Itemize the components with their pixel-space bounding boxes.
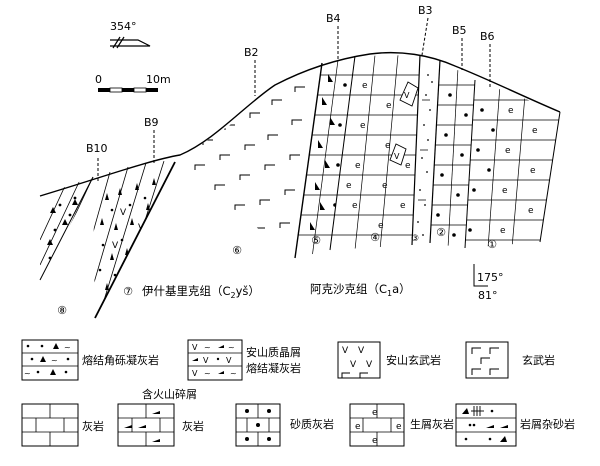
bioclast-symbol: e xyxy=(528,206,534,216)
borehole-markers xyxy=(97,17,491,183)
volcanic-clast-lower: V xyxy=(389,143,407,166)
volcanic-symbol: V xyxy=(120,208,127,218)
unit-number-2: ② xyxy=(436,226,446,239)
unit-4-pattern: e e e e e e e e e e e V V xyxy=(330,55,420,250)
legend-limestone: 灰岩 xyxy=(21,403,104,447)
scale-start: 0 xyxy=(95,73,102,86)
volcanic-symbol: V xyxy=(112,241,119,251)
bioclast-symbol: e xyxy=(500,226,506,236)
svg-text:V: V xyxy=(192,369,198,378)
svg-text:~: ~ xyxy=(64,343,71,352)
bioclast-symbol: e xyxy=(532,126,538,136)
direction-arrow-icon xyxy=(110,39,151,47)
svg-text:V: V xyxy=(203,356,209,365)
unit-number-4: ④ xyxy=(370,231,380,244)
svg-text:~: ~ xyxy=(228,343,235,352)
svg-text:~: ~ xyxy=(230,369,237,378)
legend-sandy-limestone: 砂质灰岩 xyxy=(235,403,334,447)
unit-boundaries xyxy=(39,54,561,319)
bioclast-symbol: e xyxy=(362,81,368,91)
bioclast-symbol: e xyxy=(385,141,391,151)
svg-text:~: ~ xyxy=(204,343,211,352)
svg-text:e: e xyxy=(372,436,378,446)
borehole-b3: B3 xyxy=(418,4,433,17)
unit-6-pattern xyxy=(184,86,305,240)
svg-text:~: ~ xyxy=(51,356,58,365)
unit-5-pattern xyxy=(295,59,355,258)
borehole-b5: B5 xyxy=(452,24,467,37)
bioclast-symbol: e xyxy=(508,106,514,116)
legend-label-1: 熔结角砾凝灰岩 xyxy=(82,353,159,367)
unit-number-5: ⑤ xyxy=(311,234,321,247)
unit-3-pattern xyxy=(417,74,433,236)
legend-label-4: 玄武岩 xyxy=(522,353,555,367)
unit-1-pattern: e e e e e e e xyxy=(465,84,560,248)
svg-text:~: ~ xyxy=(24,369,31,378)
legend-label-8: 生屑灰岩 xyxy=(410,417,454,431)
bioclast-symbol: e xyxy=(378,221,384,231)
unit-number-3: ③ xyxy=(411,234,419,244)
unit-number-8: ⑧ xyxy=(57,304,67,317)
svg-text:V: V xyxy=(394,152,400,161)
bioclast-symbol: e xyxy=(400,201,406,211)
dip-direction: 175° xyxy=(477,271,504,284)
legend-label-3: 安山玄武岩 xyxy=(386,353,441,367)
legend-label-6a: 含火山碎屑 xyxy=(142,387,197,401)
unit-number-6: ⑥ xyxy=(232,244,242,257)
dip-angle: 81° xyxy=(478,289,498,302)
legend-lithic-greywacke: 岩屑杂砂岩 xyxy=(455,403,575,447)
bioclast-symbol: e xyxy=(355,161,361,171)
svg-text:e: e xyxy=(355,422,361,432)
svg-text:V: V xyxy=(350,360,357,370)
legend-label-2a: 安山质晶屑 xyxy=(246,345,301,359)
scale-bar: 0 10m xyxy=(95,73,171,93)
borehole-b10: B10 xyxy=(86,142,108,155)
svg-text:V: V xyxy=(404,91,410,100)
legend-label-5: 灰岩 xyxy=(82,419,104,433)
svg-text:V: V xyxy=(226,356,232,365)
scale-end: 10m xyxy=(146,73,171,86)
volcanic-clast-upper: V xyxy=(399,81,419,107)
legend-basalt: 玄武岩 xyxy=(465,341,555,379)
svg-text:e: e xyxy=(372,408,378,418)
svg-text:V: V xyxy=(366,360,373,370)
bioclast-symbol: e xyxy=(382,181,388,191)
orientation-mark: 354° xyxy=(110,20,151,49)
unit-number-7: ⑦ xyxy=(123,285,133,298)
unit-7-pattern: V V V xyxy=(93,160,165,318)
bioclast-symbol: e xyxy=(530,166,536,176)
legend-label-7: 砂质灰岩 xyxy=(290,417,334,431)
terrain-surface xyxy=(39,51,561,197)
borehole-b9: B9 xyxy=(144,116,159,129)
legend-label-6b: 灰岩 xyxy=(182,419,204,433)
formation-left: 伊什基里克组（C2yš） xyxy=(142,284,260,300)
formation-right: 阿克沙克组（C1a） xyxy=(310,282,411,298)
svg-text:V: V xyxy=(192,343,198,352)
legend-label-2b: 熔结凝灰岩 xyxy=(246,361,301,375)
bioclast-symbol: e xyxy=(405,161,411,171)
borehole-b6: B6 xyxy=(480,30,495,43)
legend-label-9: 岩屑杂砂岩 xyxy=(520,417,575,431)
bioclast-symbol: e xyxy=(502,186,508,196)
azimuth-label: 354° xyxy=(110,20,137,33)
svg-text:e: e xyxy=(396,422,402,432)
bioclast-symbol: e xyxy=(360,121,366,131)
legend-volcaniclastic-limestone: 含火山碎屑 灰岩 xyxy=(117,387,204,447)
borehole-b4: B4 xyxy=(326,12,341,25)
bioclast-symbol: e xyxy=(352,201,358,211)
legend-bioclastic-limestone: e e e e 生屑灰岩 xyxy=(349,403,454,447)
bioclast-symbol: e xyxy=(346,181,352,191)
bioclast-symbol: e xyxy=(505,146,511,156)
attitude-symbol: 175° 81° xyxy=(473,264,504,302)
svg-text:V: V xyxy=(358,346,365,356)
svg-text:V: V xyxy=(342,346,349,356)
unit-number-1: ① xyxy=(487,238,497,251)
svg-text:~: ~ xyxy=(204,369,211,378)
borehole-b2: B2 xyxy=(244,46,259,59)
bioclast-symbol: e xyxy=(386,101,392,111)
legend-welded-breccia-tuff: ~ ~ ~ 熔结角砾凝灰岩 xyxy=(21,339,159,381)
